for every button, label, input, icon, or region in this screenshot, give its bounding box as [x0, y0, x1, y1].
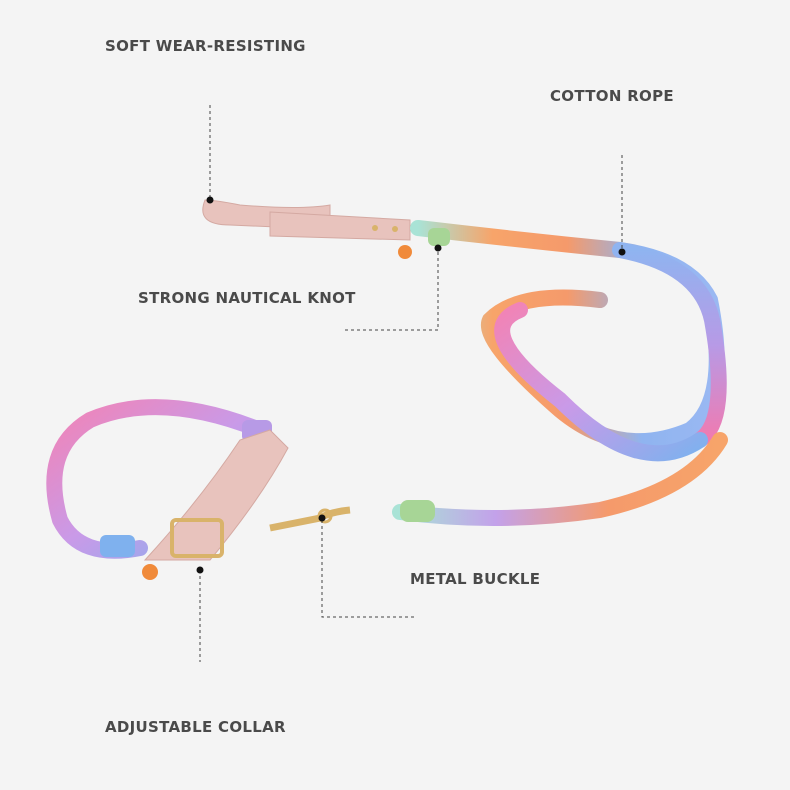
metal-buckle [269, 506, 351, 532]
label-cotton-rope: COTTON ROPE [550, 87, 674, 105]
leader-dots [196, 196, 626, 574]
label-metal-buckle: METAL BUCKLE [410, 570, 541, 588]
collar [46, 399, 289, 580]
label-soft-wear-resisting: SOFT WEAR-RESISTING [105, 37, 306, 55]
label-adjustable-collar: ADJUSTABLE COLLAR [105, 718, 286, 736]
cotton-rope [392, 220, 728, 527]
label-strong-nautical-knot: STRONG NAUTICAL KNOT [138, 289, 356, 307]
leader-lines [199, 105, 623, 662]
leash-handle [202, 199, 412, 259]
